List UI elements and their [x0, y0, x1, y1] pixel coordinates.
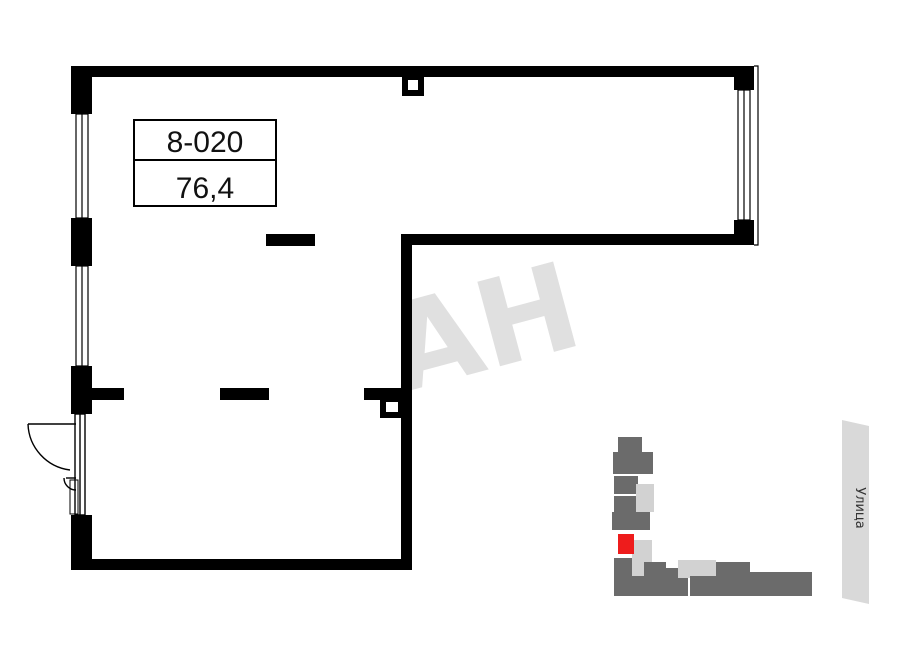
columns — [380, 76, 424, 418]
entrance-door — [27, 413, 86, 516]
partition-4 — [364, 388, 401, 400]
walls — [71, 66, 754, 570]
key-plan — [612, 437, 812, 596]
window-right-bay — [754, 65, 759, 246]
wall-left-upper — [71, 66, 92, 114]
street-label: Улица — [852, 487, 867, 529]
unit-area: 76,4 — [176, 172, 234, 205]
wall-inner-vertical — [401, 234, 412, 570]
wall-right-top — [734, 66, 754, 90]
street: Улица — [842, 420, 869, 604]
partition-3 — [220, 388, 269, 400]
partition-1 — [266, 234, 315, 246]
wall-right-bottom — [734, 220, 754, 245]
wall-bottom — [71, 559, 412, 570]
windows — [75, 65, 759, 367]
unit-number: 8-020 — [167, 126, 244, 159]
unit-label: 8-020 76,4 — [133, 119, 277, 207]
wall-left-pier-1 — [71, 218, 92, 266]
partition-2 — [92, 388, 124, 400]
unit-highlight — [618, 534, 634, 554]
wall-inner-horizontal — [401, 234, 754, 245]
wall-left-lower — [71, 515, 92, 570]
wall-top — [71, 66, 754, 77]
wall-left-pier-2 — [71, 366, 92, 414]
